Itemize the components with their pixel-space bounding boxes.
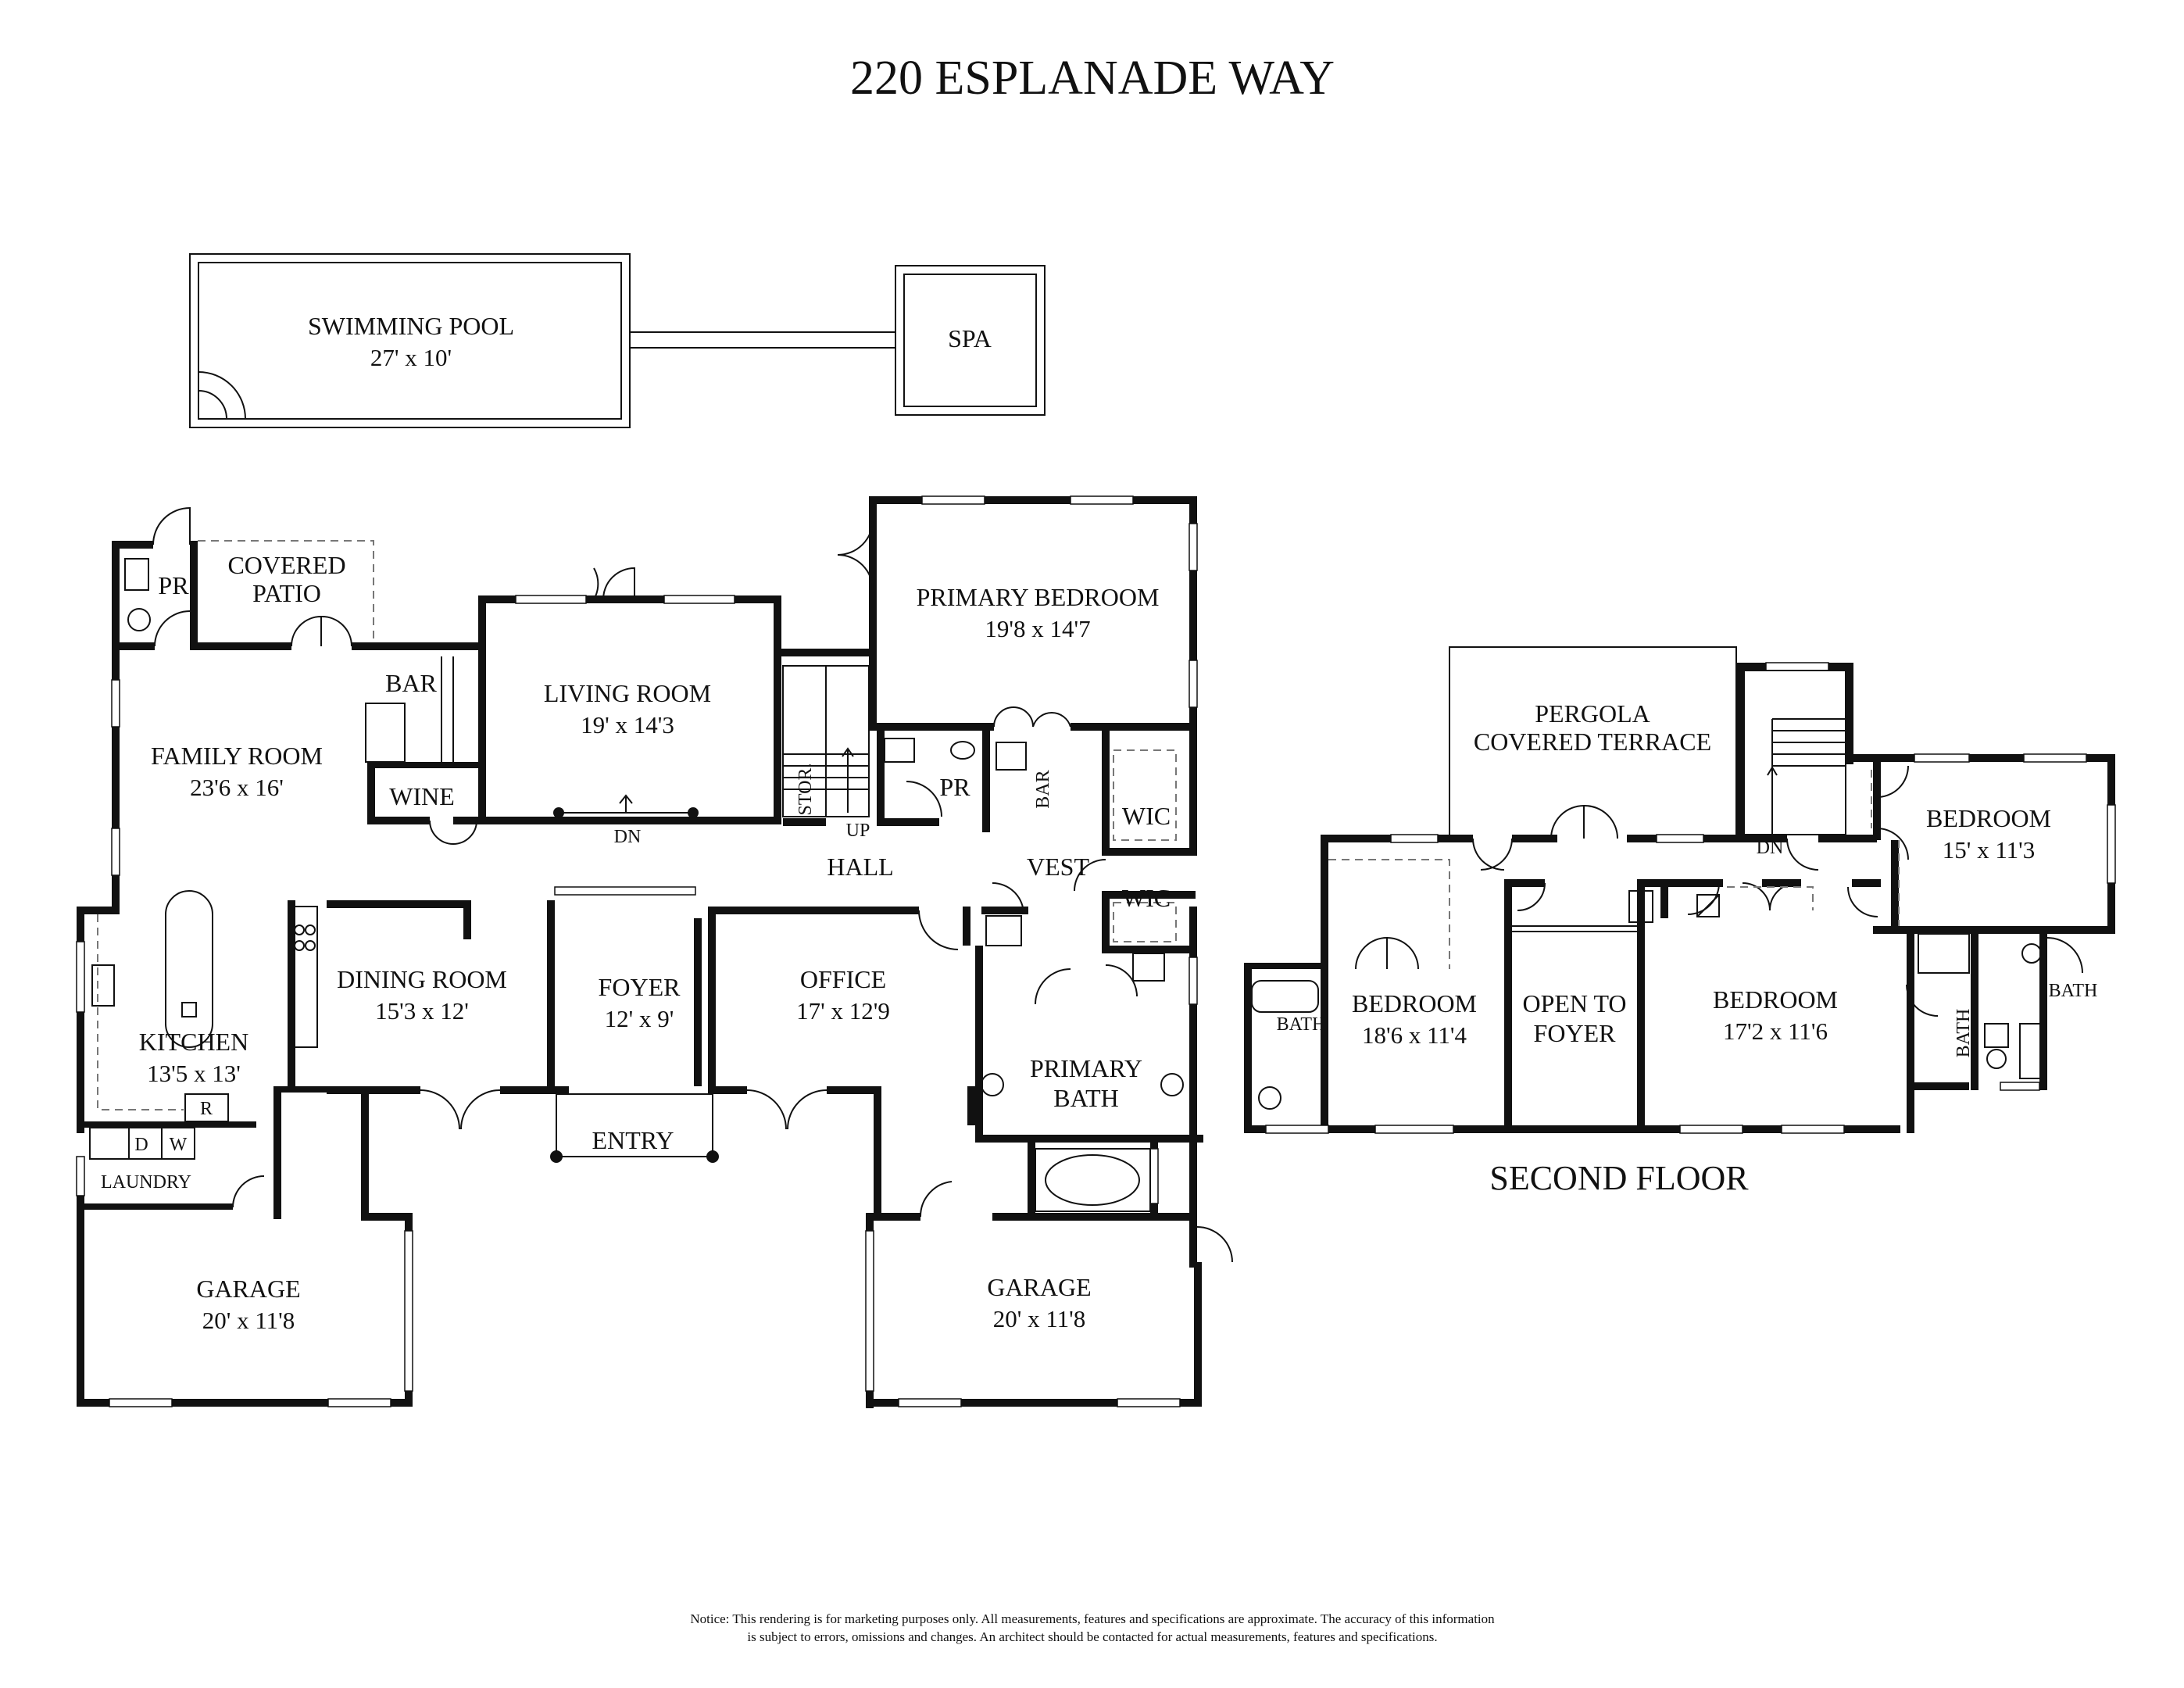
bedroom-left-dimensions: 18'6 x 11'4 (1362, 1021, 1467, 1049)
primary-bedroom-label: PRIMARY BEDROOM (917, 583, 1160, 611)
open-to-foyer-label-2: FOYER (1534, 1019, 1617, 1047)
kitchen-label: KITCHEN (139, 1028, 248, 1056)
first-floor-labels: PR COVERED PATIO BAR FAMILY ROOM 23'6 x … (101, 551, 1171, 1334)
bedroom-mid-dimensions: 17'2 x 11'6 (1723, 1017, 1828, 1045)
notice-line-2: is subject to errors, omissions and chan… (747, 1629, 1437, 1644)
primary-bath-label-2: BATH (1053, 1084, 1119, 1112)
wic-1-label: WIC (1122, 802, 1171, 830)
garage-left-dimensions: 20' x 11'8 (202, 1307, 295, 1334)
wine-label: WINE (389, 782, 455, 810)
primary-bedroom-dimensions: 19'8 x 14'7 (985, 615, 1090, 642)
family-room-label: FAMILY ROOM (151, 742, 323, 770)
washer-label: W (170, 1135, 188, 1155)
bath-vertical-label: BATH (1953, 1009, 1974, 1058)
second-floor-caption: SECOND FLOOR (1489, 1159, 1749, 1197)
bedroom-mid-label: BEDROOM (1713, 985, 1838, 1014)
spa-label: SPA (948, 324, 992, 352)
hall-label: HALL (827, 853, 893, 881)
second-floor-fixtures (1251, 670, 2083, 1110)
entry-label: ENTRY (592, 1126, 674, 1154)
bath-left-label: BATH (1277, 1014, 1326, 1035)
office-dimensions: 17' x 12'9 (796, 997, 890, 1025)
bedroom-right-label: BEDROOM (1926, 804, 2051, 832)
dining-room-label: DINING ROOM (337, 965, 507, 993)
wic-2-label: WIC (1122, 884, 1171, 912)
laundry-label: LAUNDRY (101, 1172, 191, 1193)
swimming-pool (189, 253, 631, 428)
office-label: OFFICE (800, 965, 886, 993)
living-room-dimensions: 19' x 14'3 (581, 711, 674, 738)
second-floor-labels: PERGOLA COVERED TERRACE DN BEDROOM 15' x… (1277, 699, 2098, 1057)
covered-patio-label-1: COVERED (227, 551, 345, 579)
pr-top-label: PR (158, 571, 189, 599)
dryer-label: D (134, 1135, 148, 1155)
notice-line-1: Notice: This rendering is for marketing … (690, 1611, 1495, 1626)
second-floor-walls (1244, 646, 2115, 1133)
pool-walkway (630, 331, 895, 349)
family-room-dimensions: 23'6 x 16' (190, 774, 284, 801)
first-floor-doors (152, 506, 1233, 1263)
covered-patio-label-2: PATIO (252, 579, 321, 607)
pergola-label-2: COVERED TERRACE (1474, 728, 1711, 756)
first-floor-windows (76, 495, 1198, 1407)
garage-right-label: GARAGE (987, 1273, 1091, 1301)
living-room-dn-label: DN (614, 827, 642, 847)
garage-left-label: GARAGE (196, 1275, 300, 1303)
page-title: 220 ESPLANADE WAY (850, 52, 1335, 105)
pr-mid-label: PR (939, 773, 970, 801)
pergola-label-1: PERGOLA (1535, 699, 1650, 728)
kitchen-dimensions: 13'5 x 13' (147, 1060, 241, 1087)
dining-room-dimensions: 15'3 x 12' (375, 997, 469, 1025)
stairs-up-label: UP (846, 821, 870, 841)
bedroom-right-dimensions: 15' x 11'3 (1943, 836, 2036, 864)
spa (895, 265, 1046, 416)
bath-right-label: BATH (2049, 981, 2098, 1001)
fridge-label: R (200, 1099, 213, 1119)
vest-label: VEST (1027, 853, 1089, 881)
first-floor-fixtures (89, 540, 1184, 1212)
primary-bath-label-1: PRIMARY (1030, 1054, 1142, 1082)
pool-dimensions: 27' x 10' (370, 344, 452, 371)
storage-label: STOR. (795, 764, 816, 816)
living-room-label: LIVING ROOM (544, 679, 711, 707)
second-floor-dn-label: DN (1757, 838, 1784, 858)
bedroom-left-label: BEDROOM (1352, 989, 1477, 1017)
second-floor-windows (1265, 662, 2116, 1134)
foyer-dimensions: 12' x 9' (605, 1005, 674, 1032)
open-to-foyer-label-1: OPEN TO (1522, 989, 1626, 1017)
bar-label: BAR (385, 669, 437, 697)
garage-right-dimensions: 20' x 11'8 (993, 1305, 1086, 1332)
pool-label: SWIMMING POOL (308, 312, 514, 340)
bar-vertical-label: BAR (1033, 770, 1053, 808)
foyer-label: FOYER (599, 973, 681, 1001)
